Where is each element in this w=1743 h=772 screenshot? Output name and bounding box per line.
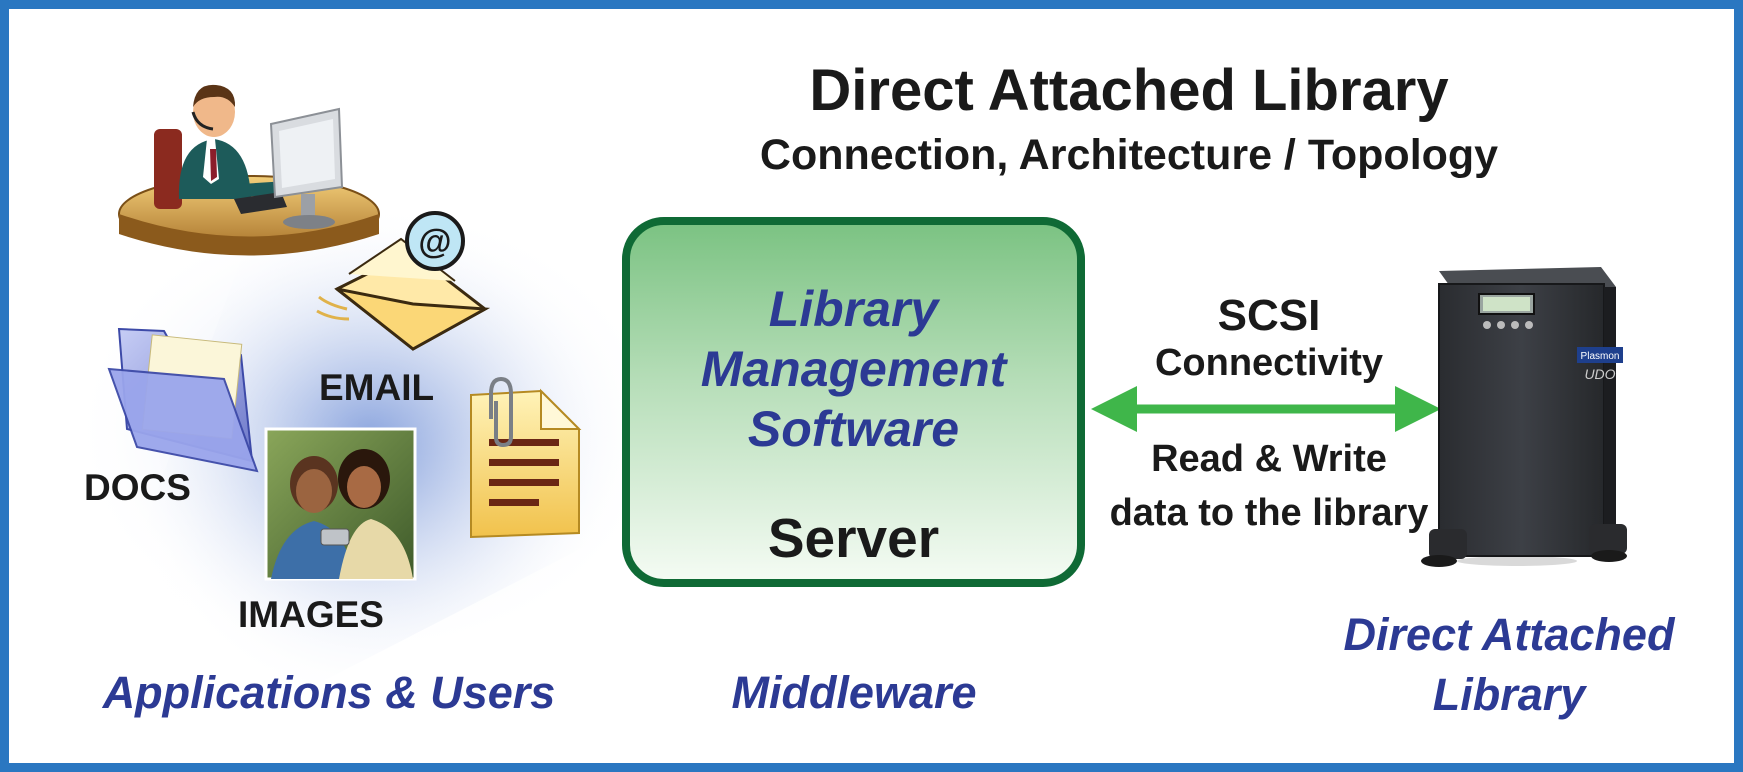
- email-label: EMAIL: [319, 367, 435, 408]
- diagram-subtitle: Connection, Architecture / Topology: [759, 131, 1499, 179]
- library-device-icon: Plasmon UDO: [1421, 267, 1627, 567]
- direct-attached-library-line: Library: [1432, 669, 1586, 720]
- device-logo-text: UDO: [1584, 366, 1615, 382]
- applications-users-label: Applications & Users: [102, 667, 556, 718]
- connection-description-line: data to the library: [1109, 492, 1429, 534]
- email-envelope-icon: @: [316, 211, 491, 351]
- software-label: Library Management Software: [622, 279, 1085, 459]
- photo-icon: [264, 427, 417, 581]
- software-line: Management: [700, 341, 1007, 397]
- server-box: [622, 217, 1085, 587]
- diagram-artwork: @: [69, 84, 1627, 709]
- svg-text:@: @: [418, 223, 451, 261]
- middleware-label: Middleware: [731, 667, 977, 718]
- double-arrow-icon: [1091, 386, 1441, 432]
- images-label: IMAGES: [238, 594, 384, 635]
- direct-attached-library-label: Direct Attached Library: [1309, 605, 1709, 725]
- direct-attached-library-line: Direct Attached: [1343, 609, 1675, 660]
- device-badge-text: Plasmon: [1581, 351, 1620, 362]
- folder-icon: [107, 327, 259, 473]
- user-at-desk-icon: [118, 84, 380, 256]
- document-paperclip-icon: [470, 376, 582, 539]
- server-label: Server: [767, 507, 940, 569]
- diagram-title: Direct Attached Library: [809, 58, 1449, 123]
- software-line: Library: [768, 281, 939, 337]
- docs-label: DOCS: [84, 467, 191, 508]
- connection-description: Read & Write data to the library: [1109, 432, 1429, 540]
- protocol-sub-label: Connectivity: [1154, 342, 1384, 384]
- software-line: Software: [747, 401, 960, 457]
- connection-description-line: Read & Write: [1151, 438, 1387, 480]
- protocol-label: SCSI: [1217, 291, 1321, 340]
